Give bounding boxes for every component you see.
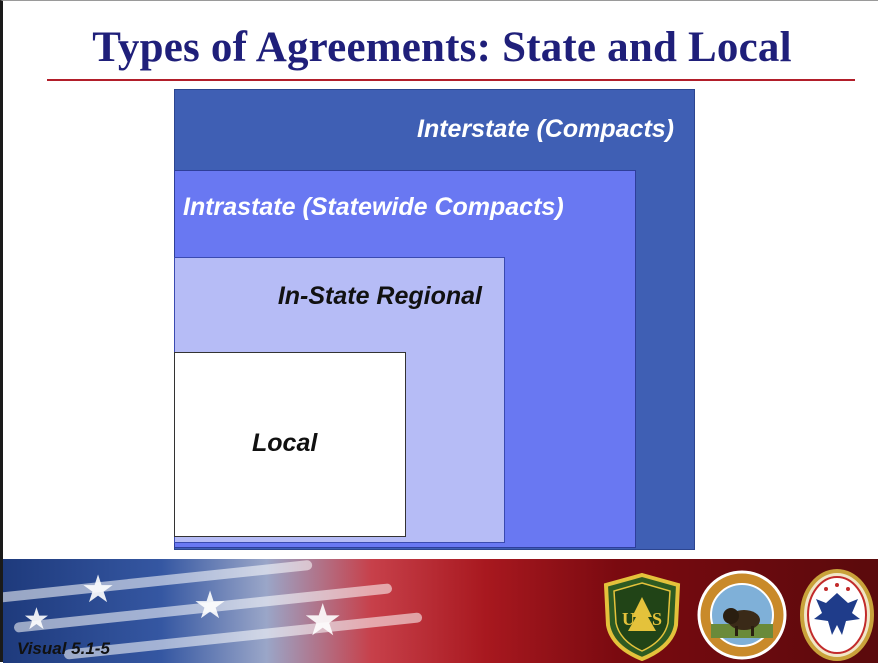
intrastate-label: Intrastate (Statewide Compacts): [183, 193, 564, 221]
local-label: Local: [252, 429, 318, 457]
star-icon: ★: [193, 585, 228, 627]
flag-banner: ★ ★ ★ ★ U S Visual 5.1-5: [3, 559, 878, 663]
forest-service-shield-icon: U S: [603, 573, 681, 661]
page-title: Types of Agreements: State and Local: [92, 24, 792, 71]
local-box: Local: [174, 352, 406, 537]
eagle-emblem-icon: [800, 569, 874, 661]
interstate-label: Interstate (Compacts): [417, 115, 674, 143]
visual-number: Visual 5.1-5: [17, 639, 110, 658]
svg-text:U: U: [622, 609, 635, 629]
star-icon: ★: [23, 603, 50, 636]
star-icon: ★: [303, 596, 343, 645]
svg-text:S: S: [652, 609, 662, 629]
in-state-regional-label: In-State Regional: [277, 282, 482, 310]
star-icon: ★: [81, 569, 116, 611]
interior-department-seal-icon: [697, 570, 787, 660]
title-divider: [47, 79, 855, 81]
